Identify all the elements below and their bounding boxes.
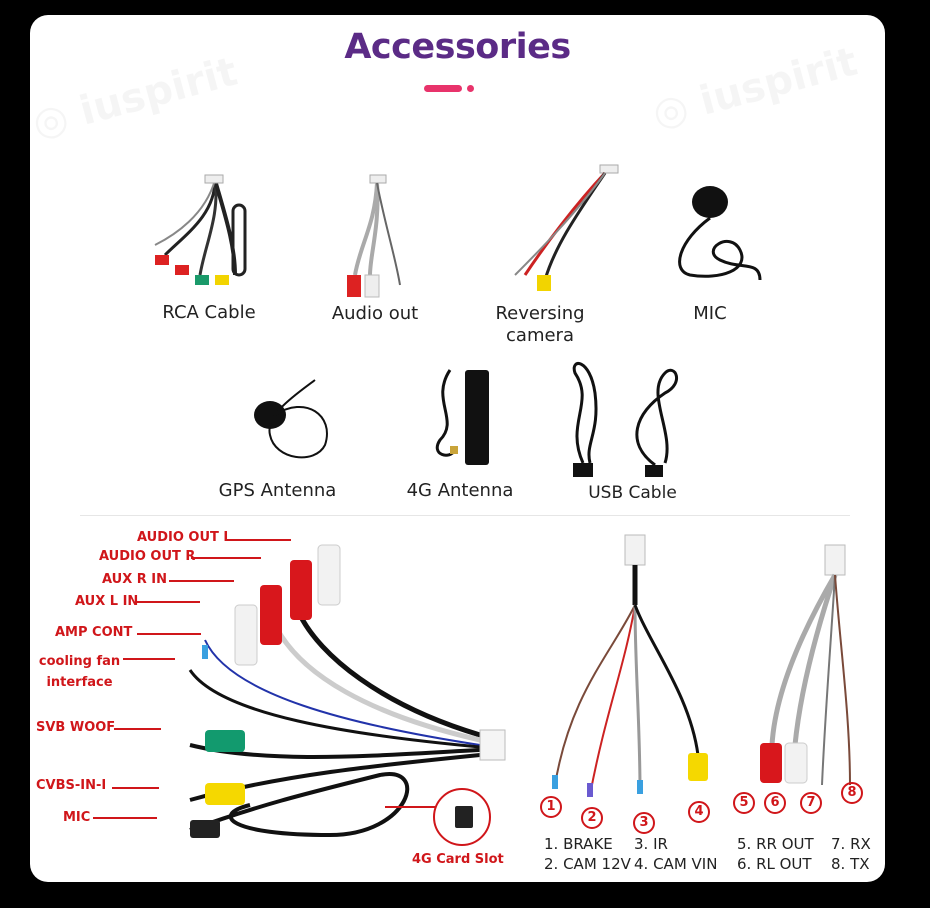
pin-number-8: 8 (841, 782, 863, 804)
callout-cvbs-in-i: CVBS-IN-I (36, 778, 107, 793)
legend-cam-12v: 2. CAM 12V (544, 855, 631, 873)
legend-rx: 7. RX (831, 835, 871, 853)
pin-number-3: 3 (633, 812, 655, 834)
accessory-label-4g-antenna: 4G Antenna (406, 480, 514, 501)
audio-harness-image (760, 544, 851, 786)
pin-number-6: 6 (764, 792, 786, 814)
callout-audio-out-r: AUDIO OUT R (99, 549, 196, 564)
pin-number-7: 7 (800, 792, 822, 814)
pin-number-2: 2 (581, 807, 603, 829)
title-underline-dot (467, 85, 474, 92)
accessory-label-mic: MIC (693, 303, 727, 324)
legend-ir: 3. IR (634, 835, 668, 853)
callout-leader (112, 787, 159, 789)
callout-leader (137, 633, 201, 635)
callout-svb-woof: SVB WOOF (36, 720, 116, 735)
sim-slot-icon (455, 806, 473, 828)
rca-harness-image (188, 544, 506, 838)
callout-amp-cont: AMP CONT (55, 625, 133, 640)
callout-cooling-fan-interface: cooling fan interface (38, 654, 121, 690)
legend-rr-out: 5. RR OUT (737, 835, 814, 853)
callout-leader (191, 557, 261, 559)
callout-leader (114, 728, 161, 730)
accessory-label-audio-out: Audio out (331, 303, 419, 324)
reversing-camera-image (514, 164, 619, 291)
pin-number-5: 5 (733, 792, 755, 814)
4g-antenna-image (435, 369, 489, 465)
callout-4g-card-slot: 4G Card Slot (412, 852, 504, 867)
pin-number-1: 1 (540, 796, 562, 818)
callout-leader (123, 658, 175, 660)
callout-aux-r-in: AUX R IN (102, 572, 168, 587)
callout-leader (385, 806, 435, 808)
callout-leader (226, 539, 291, 541)
accessory-label-reversing-camera: Reversing camera (495, 303, 585, 346)
legend-rl-out: 6. RL OUT (737, 855, 812, 873)
accessory-label-usb-cable: USB Cable (588, 483, 677, 503)
camera-harness-image (552, 534, 708, 797)
mic-image (678, 186, 762, 281)
pin-number-4: 4 (688, 801, 710, 823)
usb-cable-image (572, 362, 678, 477)
gps-antenna-image (254, 379, 328, 459)
section-divider (80, 515, 850, 516)
rca-cable-image (154, 174, 247, 285)
legend-cam-vin: 4. CAM VIN (634, 855, 718, 873)
callout-audio-out-l: AUDIO OUT L (137, 530, 232, 545)
page-title: Accessories (344, 27, 571, 67)
card-slot-detail (433, 788, 491, 846)
callout-aux-l-in: AUX L IN (75, 594, 139, 609)
accessories-card: ◎ iuspirit ◎ iuspirit Accessories RCA Ca… (30, 15, 885, 882)
accessory-label-rca-cable: RCA Cable (162, 302, 256, 323)
legend-tx: 8. TX (831, 855, 870, 873)
accessory-label-gps-antenna: GPS Antenna (218, 480, 337, 501)
audio-out-image (347, 174, 401, 298)
callout-mic: MIC (63, 810, 91, 825)
title-underline (424, 85, 462, 92)
callout-leader (93, 817, 157, 819)
callout-leader (169, 580, 234, 582)
callout-leader (136, 601, 200, 603)
legend-brake: 1. BRAKE (544, 835, 613, 853)
